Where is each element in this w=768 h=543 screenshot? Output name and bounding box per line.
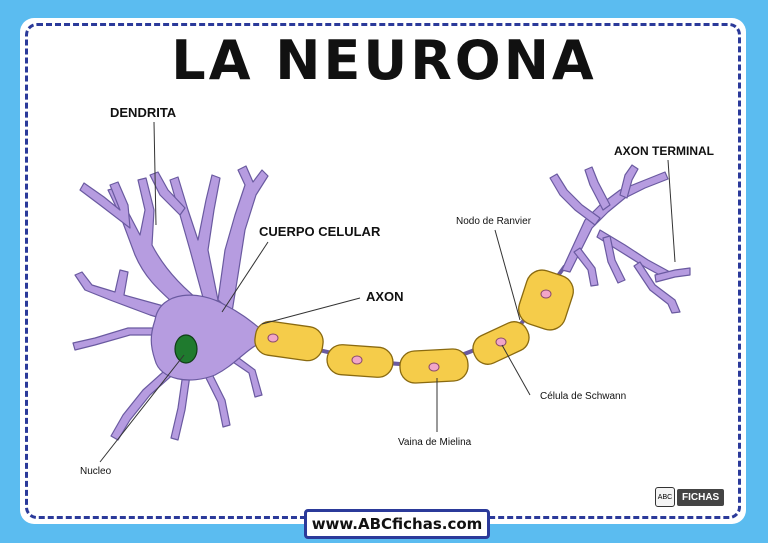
label-nodo-de-ranvier: Nodo de Ranvier bbox=[456, 216, 532, 227]
badge-label: FICHAS bbox=[677, 488, 725, 506]
card bbox=[20, 18, 746, 524]
label-dendrita: DENDRITA bbox=[110, 105, 177, 120]
label-celula-de-schwann: Célula de Schwann bbox=[540, 391, 627, 402]
abc-blocks-icon: ABC bbox=[655, 487, 675, 507]
label-axon: AXON bbox=[366, 289, 404, 304]
label-axon-terminal: AXON TERMINAL bbox=[614, 144, 714, 158]
label-nucleo: Nucleo bbox=[80, 466, 112, 477]
website-link[interactable]: www.ABCfichas.com bbox=[304, 509, 490, 539]
schwann-nuclei bbox=[267, 289, 552, 372]
nucleus bbox=[174, 334, 198, 364]
label-vaina-de-mielina: Vaina de Mielina bbox=[398, 437, 472, 448]
leader-lines bbox=[99, 121, 676, 463]
abcfichas-badge: ABC FICHAS bbox=[655, 486, 725, 508]
axon-terminal bbox=[549, 164, 691, 314]
myelin-sheath bbox=[254, 269, 574, 384]
dendrites bbox=[72, 165, 271, 441]
label-cuerpo-celular: CUERPO CELULAR bbox=[259, 224, 381, 239]
page-title: LA NEURONA bbox=[171, 29, 597, 92]
